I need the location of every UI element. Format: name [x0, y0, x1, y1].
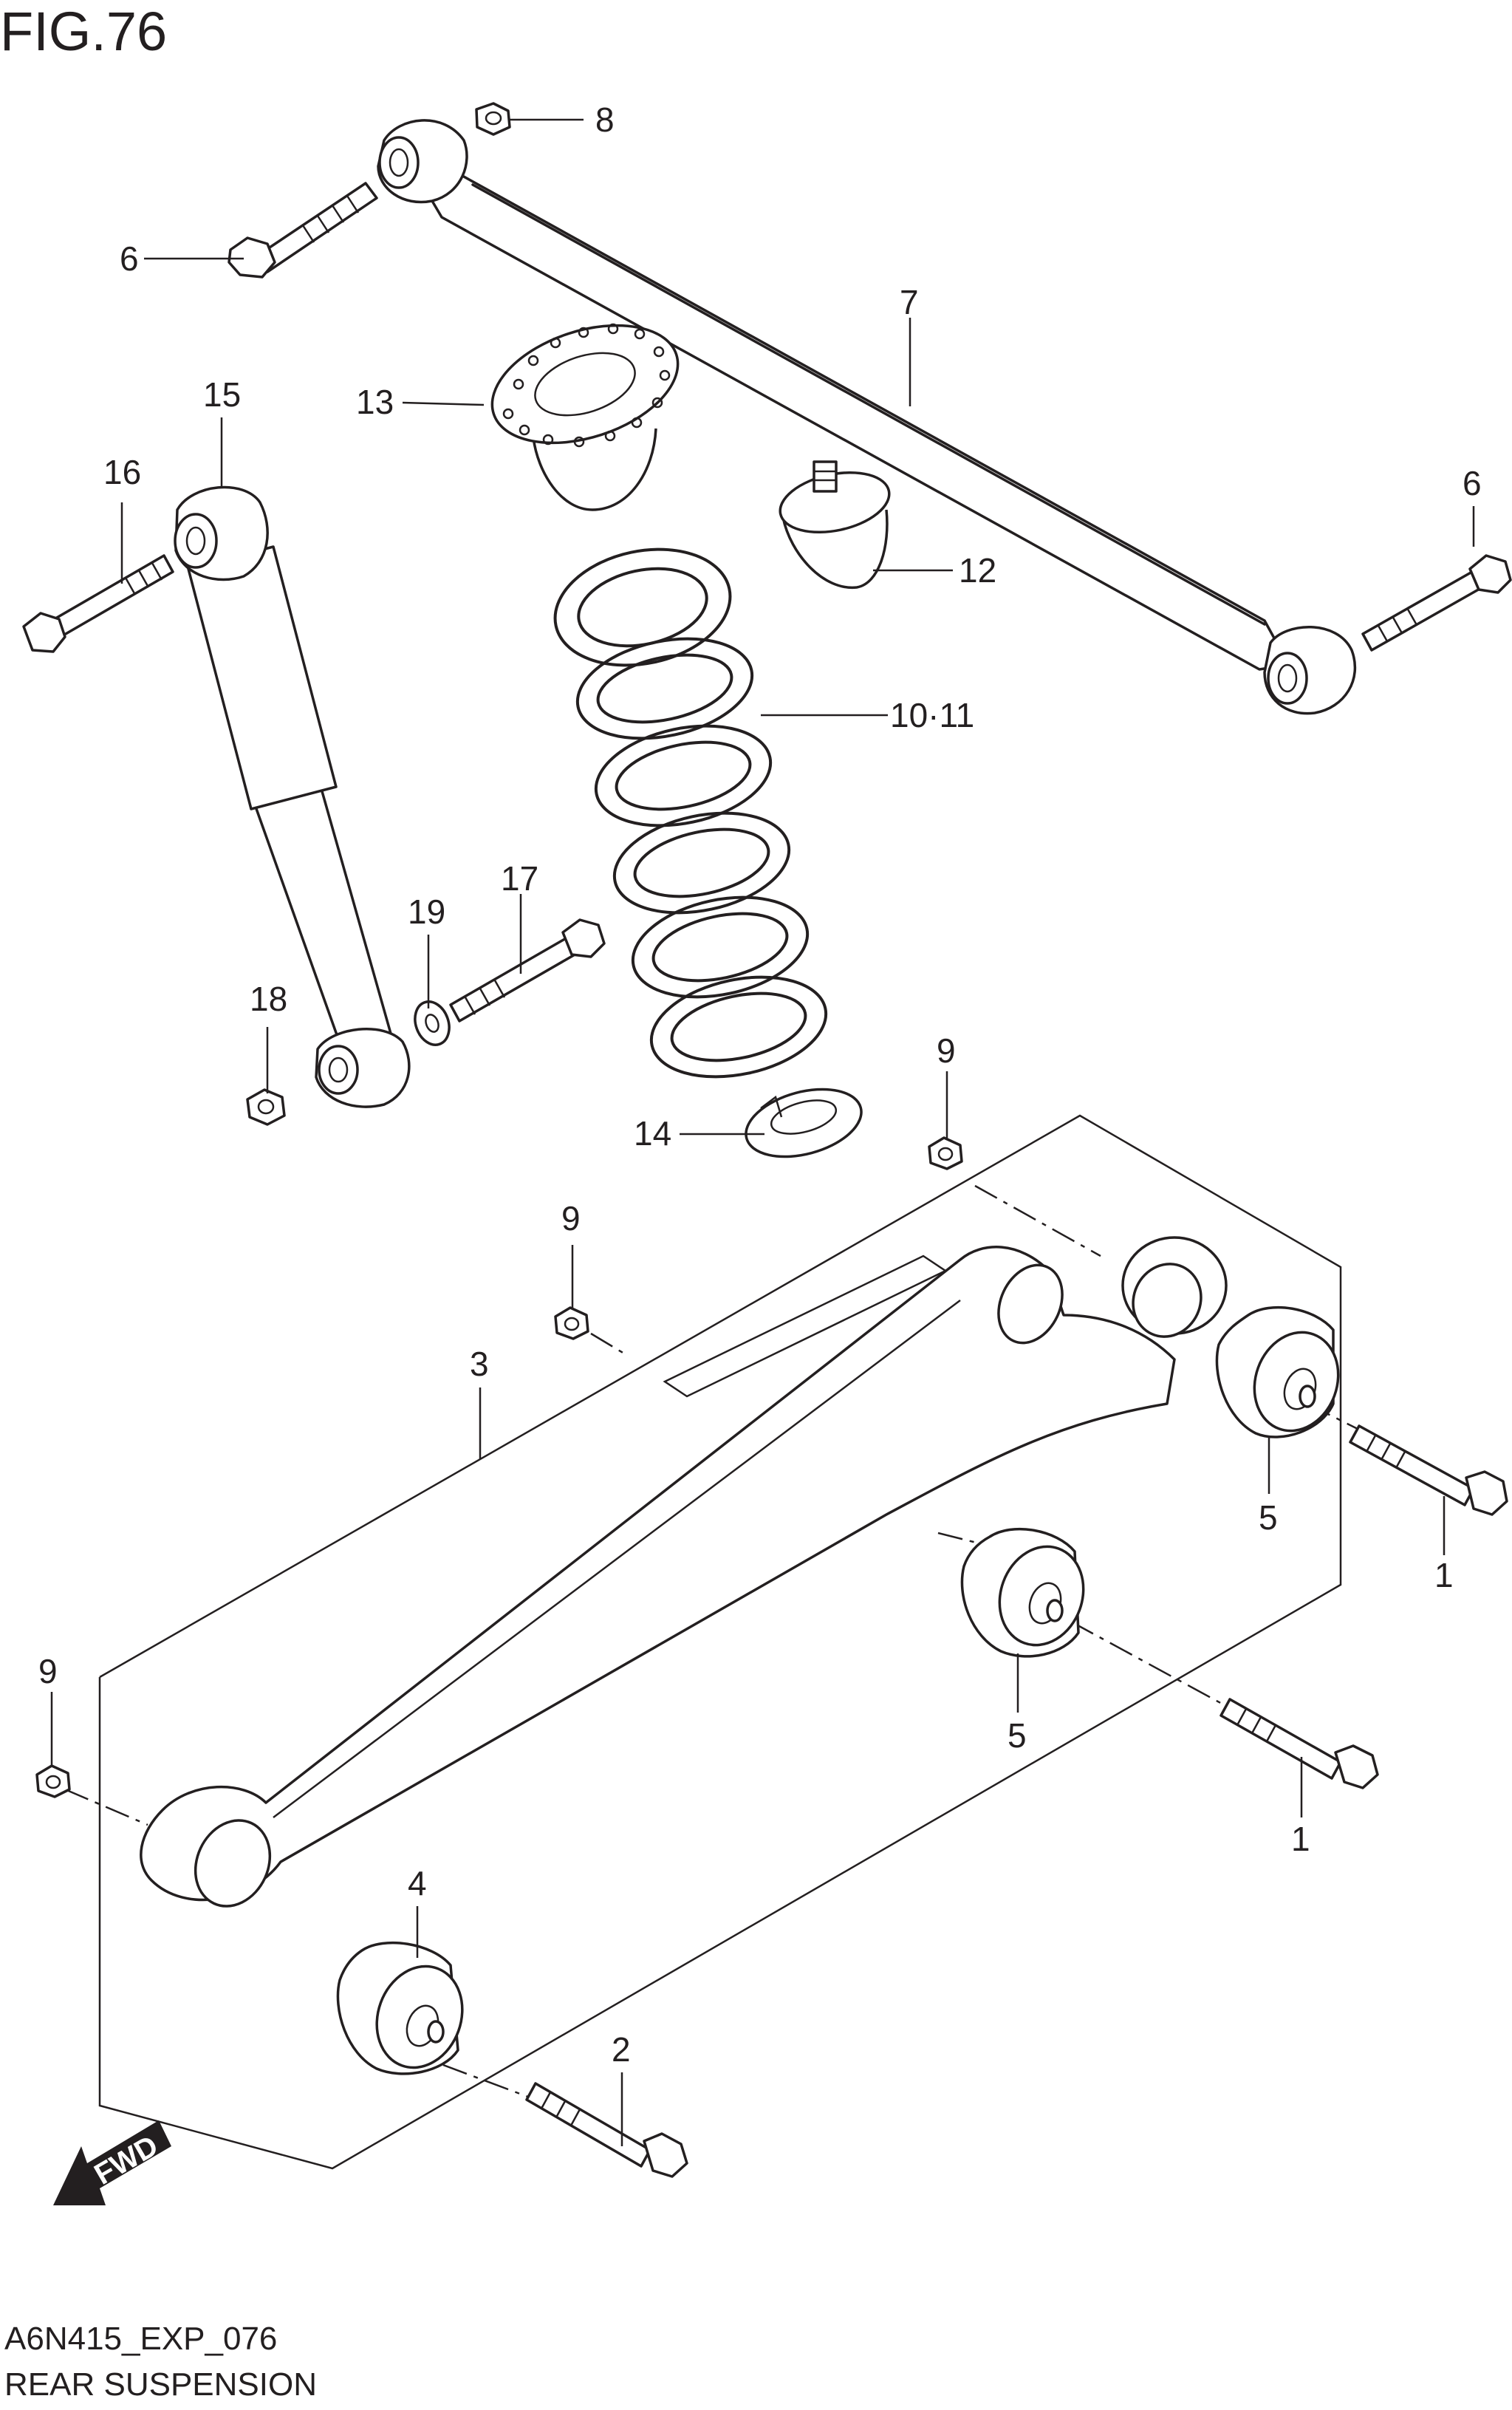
callout-8: 8 [595, 100, 615, 139]
callout-14: 14 [634, 1114, 671, 1153]
shock-absorber-15 [174, 485, 411, 1108]
callout-6-left: 6 [120, 239, 139, 278]
trailing-arm-3 [140, 1236, 1228, 1908]
spring-seat-14 [745, 1088, 863, 1158]
bolt-6-left [228, 182, 378, 279]
callout-1-upper: 1 [1434, 1556, 1454, 1594]
callouts: 8 6 7 6 13 15 16 12 10·11 17 19 18 9 14 … [38, 100, 1482, 2069]
figure-title: FIG.76 [0, 1, 167, 62]
bolt-2 [525, 2082, 688, 2178]
callout-19: 19 [408, 892, 445, 931]
figure-code: A6N415_EXP_076 [4, 2321, 277, 2357]
bolt-1-upper [1349, 1424, 1508, 1516]
bolt-6-right [1361, 554, 1512, 652]
nut-9-upper [928, 1136, 963, 1170]
callout-9-upper: 9 [937, 1031, 956, 1070]
callout-15: 15 [203, 375, 241, 414]
nut-9-middle [554, 1306, 589, 1340]
bolt-1-lower [1219, 1698, 1379, 1789]
fwd-arrow: FWD [53, 2120, 171, 2205]
callout-4: 4 [408, 1864, 427, 1902]
nut-18 [246, 1088, 286, 1126]
callout-18: 18 [250, 980, 287, 1018]
callout-7: 7 [900, 283, 919, 321]
leader-lines [50, 118, 1475, 2146]
bushing-4 [336, 1941, 464, 2075]
callout-5-upper: 5 [1259, 1498, 1278, 1537]
callout-16: 16 [103, 453, 141, 491]
callout-5-lower: 5 [1008, 1716, 1027, 1755]
bump-stop-12 [779, 460, 891, 589]
callout-2: 2 [612, 2030, 631, 2069]
callout-6-right: 6 [1463, 464, 1482, 502]
callout-9-middle: 9 [561, 1199, 581, 1238]
callout-1-lower: 1 [1291, 1820, 1310, 1858]
bushing-5-lower [960, 1527, 1085, 1658]
bolt-16 [22, 554, 174, 653]
callout-9-left: 9 [38, 1652, 58, 1690]
flange-nut-8 [475, 102, 511, 136]
washer-19 [414, 1000, 451, 1046]
lateral-rod [377, 119, 1357, 715]
callout-3: 3 [470, 1345, 489, 1383]
coil-spring-10-11 [553, 547, 828, 1079]
callout-17: 17 [501, 859, 538, 898]
callout-12: 12 [959, 551, 996, 590]
nut-9-left [35, 1764, 71, 1798]
fwd-label: FWD [89, 2129, 164, 2191]
spring-seat-13 [490, 323, 680, 511]
assembly-outline [98, 1114, 1342, 2170]
callout-13: 13 [356, 383, 394, 421]
bushing-5-upper [1215, 1305, 1340, 1438]
bolt-17 [449, 918, 606, 1023]
callout-10-11: 10·11 [890, 696, 974, 734]
figure-name: REAR SUSPENSION [4, 2366, 317, 2403]
